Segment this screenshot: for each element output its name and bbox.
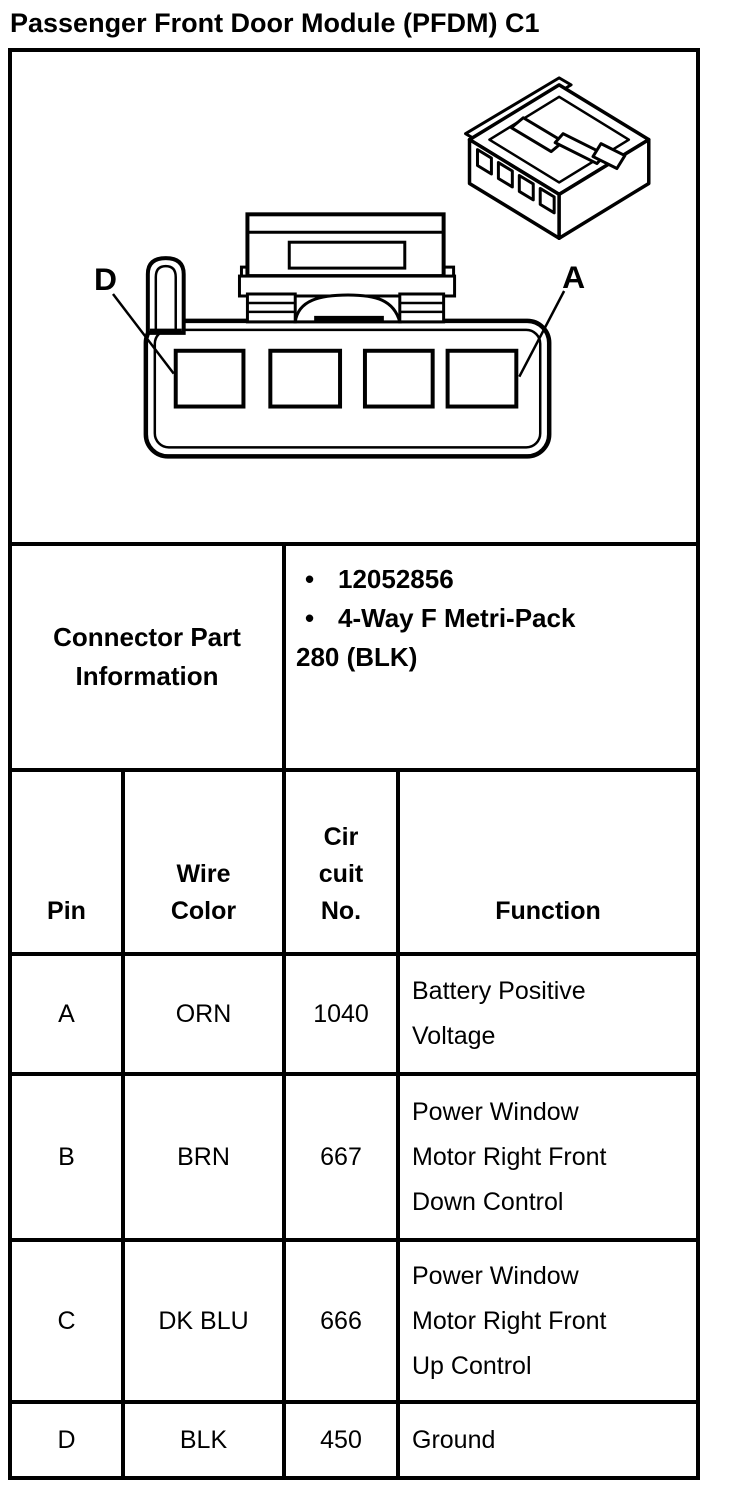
front-hook-inner [154, 264, 177, 331]
part-number: 12052856 [338, 564, 454, 594]
front-hook-outer [145, 256, 186, 335]
col-header-pin: Pin [8, 768, 125, 956]
wire-color-cell: ORN [121, 952, 286, 1076]
pin-cavity-c [268, 348, 343, 409]
iso-cavity-3 [517, 173, 535, 202]
iso-cavity-1 [475, 148, 493, 176]
connector-diagram: D A [94, 76, 651, 459]
part-info-bullet-1: • 12052856 [288, 560, 694, 599]
wire-color-cell: BLK [121, 1400, 286, 1480]
col-header-wire-color: Wire Color [121, 768, 286, 956]
table-row-pin-d: D BLK 450 Ground [8, 1400, 700, 1480]
table-row-pin-a: A ORN 1040 Battery Positive Voltage [8, 952, 700, 1076]
iso-latch-bar [509, 116, 565, 154]
front-body-inner-line [153, 328, 542, 449]
circuit-no-cell: 666 [282, 1238, 400, 1404]
iso-top-rim [488, 95, 631, 184]
connector-front-view: D A [94, 212, 585, 459]
table-row-pin-b: B BRN 667 Power Window Motor Right Front… [8, 1072, 700, 1242]
function-cell: Power Window Motor Right Front Down Cont… [396, 1072, 700, 1242]
pin-cavity-d [173, 348, 246, 409]
wire-color-cell: DK BLU [121, 1238, 286, 1404]
strip-block-left [245, 292, 297, 324]
part-series-continued: 280 (BLK) [296, 642, 418, 672]
function-cell: Power Window Motor Right Front Up Contro… [396, 1238, 700, 1404]
pin-table-header-row: Pin Wire Color Cir cuit No. Function [8, 768, 700, 956]
part-series: 4-Way F Metri-Pack [338, 603, 576, 633]
iso-cavity-2 [496, 161, 514, 189]
col-header-circuit-no: Cir cuit No. [282, 768, 400, 956]
pin-a-label: A [562, 259, 585, 295]
pin-d-leader-line [111, 293, 175, 375]
wire-color-cell: BRN [121, 1072, 286, 1242]
pin-cell: A [8, 952, 125, 1076]
pin-d-label: D [94, 261, 117, 297]
bullet-icon: • [305, 603, 315, 633]
connector-isometric-view [464, 76, 651, 240]
circuit-no-cell: 1040 [282, 952, 400, 1076]
pin-cell: D [8, 1400, 125, 1480]
connector-table: D A Connector Part Information • 12052856… [8, 48, 700, 1480]
pin-cavity-b [362, 348, 435, 409]
strip-block-right [398, 292, 446, 324]
table-row-pin-c: C DK BLU 666 Power Window Motor Right Fr… [8, 1238, 700, 1404]
connector-diagram-cell: D A [8, 48, 700, 546]
pin-cell: C [8, 1238, 125, 1404]
diagram-row: D A [8, 48, 700, 546]
bullet-icon: • [305, 564, 315, 594]
iso-latch-tab [591, 142, 627, 171]
pin-cavity-a [445, 348, 519, 409]
part-info-row: Connector Part Information • 12052856 • 4-… [8, 542, 700, 772]
circuit-no-cell: 450 [282, 1400, 400, 1480]
part-info-label-cell: Connector Part Information [8, 542, 286, 772]
iso-cavity-4 [538, 186, 556, 215]
page-title: Passenger Front Door Module (PFDM) C1 [10, 8, 540, 38]
part-info-value-cell: • 12052856 • 4-Way F Metri-Pack 280 (BLK) [282, 542, 700, 772]
part-info-bullet-2: • 4-Way F Metri-Pack [288, 599, 694, 638]
col-header-function: Function [396, 768, 700, 956]
lock-tower-window [287, 240, 407, 270]
function-cell: Battery Positive Voltage [396, 952, 700, 1076]
function-cell: Ground [396, 1400, 700, 1480]
circuit-no-cell: 667 [282, 1072, 400, 1242]
pin-cell: B [8, 1072, 125, 1242]
pin-a-leader-line [518, 290, 566, 378]
center-arch [293, 293, 402, 324]
